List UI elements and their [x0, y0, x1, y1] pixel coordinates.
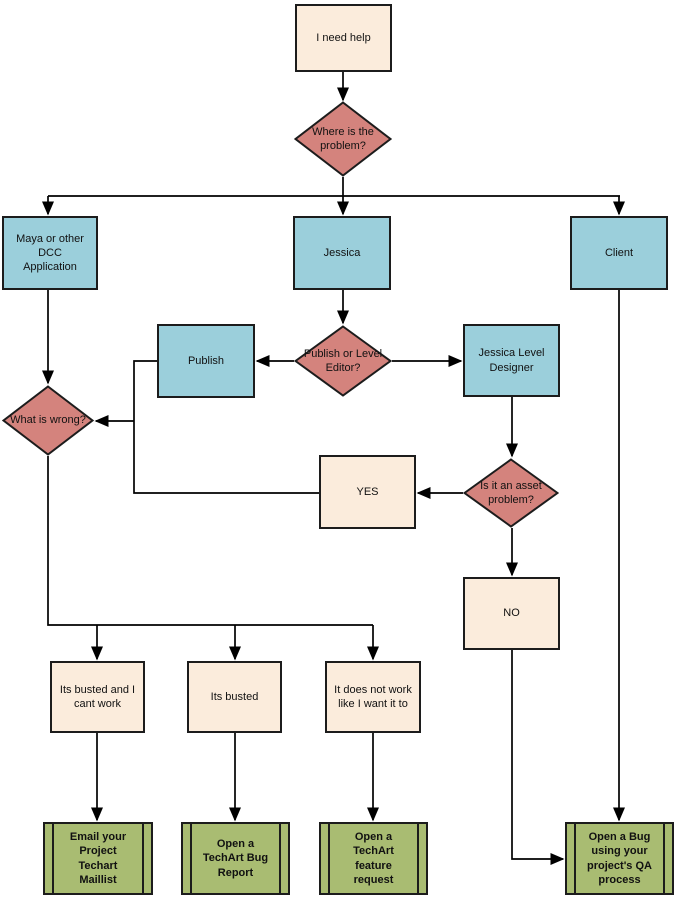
node-client: Client	[570, 216, 668, 290]
double-bar-left	[52, 824, 54, 893]
node-label: Maya or other DCC Application	[16, 232, 84, 274]
node-label: NO	[503, 607, 520, 620]
decision-where-is-problem: Where is the problem?	[294, 101, 392, 177]
node-label: Where is the problem?	[312, 125, 374, 152]
node-label: Email your Project Techart Maillist	[69, 830, 127, 886]
double-bar-left	[328, 824, 330, 893]
decision-is-asset-problem: Is it an asset problem?	[463, 458, 559, 528]
node-label: Open a TechArt feature request	[353, 830, 394, 886]
node-publish: Publish	[157, 324, 255, 398]
node-label: Its busted	[210, 690, 259, 703]
connector-what-is-wrong-bar	[47, 456, 373, 626]
node-i-need-help: I need help	[295, 4, 392, 72]
double-bar-right	[417, 824, 419, 893]
decision-publish-or-level-editor: Publish or Level Editor?	[294, 325, 392, 397]
node-label: Its busted and I cant work	[59, 683, 136, 710]
node-open-qa-bug: Open a Bug using your project's QA proce…	[565, 822, 674, 895]
node-label: YES	[356, 485, 379, 498]
node-open-techart-bug-report: Open a TechArt Bug Report	[181, 822, 290, 895]
node-no: NO	[463, 577, 560, 650]
diamond-shape	[2, 385, 94, 456]
diamond-shape	[463, 458, 559, 528]
node-label: What is wrong?	[10, 414, 86, 427]
double-bar-left	[190, 824, 192, 893]
node-label: Jessica	[323, 246, 361, 259]
connector-publish-yes-junction	[133, 360, 319, 494]
node-yes: YES	[319, 455, 416, 529]
double-bar-left	[574, 824, 576, 893]
diamond-shape	[294, 325, 392, 397]
node-label: Open a Bug using your project's QA proce…	[587, 830, 652, 886]
node-maya-dcc: Maya or other DCC Application	[2, 216, 98, 290]
double-bar-right	[279, 824, 281, 893]
node-label: I need help	[316, 31, 371, 44]
node-open-techart-feature-request: Open a TechArt feature request	[319, 822, 428, 895]
node-label: Is it an asset problem?	[480, 479, 542, 506]
double-bar-right	[663, 824, 665, 893]
double-bar-right	[142, 824, 144, 893]
node-label: Publish or Level Editor?	[303, 347, 383, 374]
node-busted-cant-work: Its busted and I cant work	[50, 661, 145, 733]
node-label: Jessica Level Designer	[478, 347, 545, 374]
node-jessica: Jessica	[293, 216, 391, 290]
decision-what-is-wrong: What is wrong?	[2, 385, 94, 456]
node-label: Client	[604, 246, 634, 259]
node-email-techart-maillist: Email your Project Techart Maillist	[43, 822, 153, 895]
node-not-as-wanted: It does not work like I want it to	[325, 661, 421, 733]
node-label: Open a TechArt Bug Report	[202, 838, 269, 879]
diamond-shape	[294, 101, 392, 177]
node-label: It does not work like I want it to	[334, 683, 412, 710]
node-label: Publish	[187, 354, 225, 367]
connector-no-to-qa	[511, 650, 565, 865]
node-jessica-level-designer: Jessica Level Designer	[463, 324, 560, 397]
node-its-busted: Its busted	[187, 661, 282, 733]
